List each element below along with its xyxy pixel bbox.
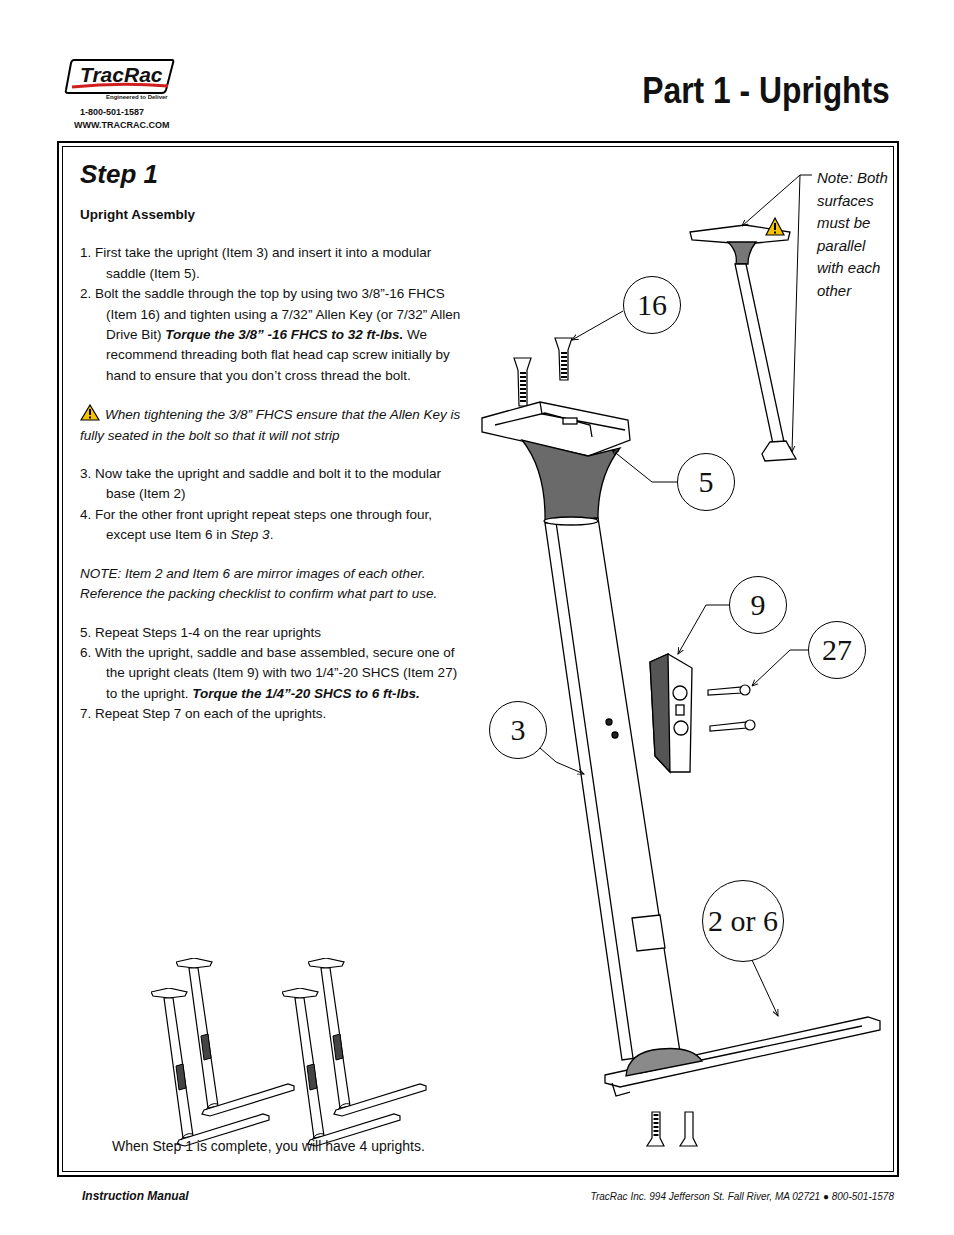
- instruction-text: Step 1: [80, 159, 158, 189]
- instruction-text: Torque the 3/8” -16 FHCS to 32 ft-lbs.: [165, 327, 403, 342]
- instruction-text: .: [270, 527, 274, 542]
- callout-text: 9: [751, 590, 766, 620]
- figure-caption: When Step 1 is complete, you will have 4…: [112, 1138, 425, 1154]
- instruction-text: Step 3: [231, 527, 270, 542]
- instruction-paragraph: 1. First take the upright (Item 3) and i…: [80, 243, 466, 284]
- parallel-note: Note: Both surfaces must be parallel wit…: [817, 167, 893, 303]
- callout-number: 27: [808, 621, 866, 679]
- instruction-column: Step 1 Upright Assembly 1. First take the …: [80, 159, 466, 725]
- phone-number: 1-800-501-1587: [80, 107, 144, 117]
- instruction-paragraph: 5. Repeat Steps 1-4 on the rear uprights: [80, 623, 466, 643]
- web-address: WWW.TRACRAC.COM: [74, 120, 169, 130]
- parallel-surfaces-figure: [690, 175, 812, 461]
- callout-number: 5: [677, 453, 735, 511]
- instruction-paragraph: 2. Bolt the saddle through the top by us…: [80, 284, 466, 386]
- instruction-text: 5. Repeat Steps 1-4 on the rear uprights: [80, 625, 321, 640]
- logo-text: TracRac: [80, 63, 163, 87]
- instruction-text: NOTE: Item 2 and Item 6 are mirror image…: [80, 566, 437, 601]
- upright-cleat: [650, 654, 692, 772]
- footer-address: TracRac Inc. 994 Jefferson St. Fall Rive…: [591, 1191, 894, 1202]
- callout-text: 3: [511, 715, 526, 745]
- warning-icon: [766, 218, 784, 235]
- instruction-paragraph: 4. For the other front upright repeat st…: [80, 505, 466, 546]
- instruction-paragraph: Step 1: [80, 159, 466, 189]
- instruction-paragraph: NOTE: Item 2 and Item 6 are mirror image…: [80, 564, 466, 605]
- logo-tagline: Engineered to Deliver: [106, 94, 168, 100]
- instruction-paragraph: 7. Repeat Step 7 on each of the uprights…: [80, 704, 466, 724]
- socket-head-screw: [708, 685, 755, 731]
- leader-lines: [540, 311, 808, 1016]
- instruction-text: Upright Assembly: [80, 207, 195, 222]
- callout-text: 27: [822, 635, 852, 665]
- upright-tube: [544, 517, 680, 1060]
- instruction-text: When tightening the 3/8” FHCS ensure tha…: [80, 407, 460, 442]
- callout-text: 2 or 6: [708, 906, 778, 936]
- instruction-paragraph: When tightening the 3/8” FHCS ensure tha…: [80, 404, 466, 446]
- callout-text: 5: [699, 467, 714, 497]
- page-title: Part 1 - Uprights: [642, 72, 890, 109]
- callout-number: 3: [489, 701, 547, 759]
- instruction-text: 1. First take the upright (Item 3) and i…: [80, 245, 431, 280]
- callout-text: 16: [637, 290, 667, 320]
- logo-box: [66, 60, 174, 93]
- callout-number: 2 or 6: [702, 880, 784, 962]
- callout-number: 9: [729, 576, 787, 634]
- instruction-paragraph: 3. Now take the upright and saddle and b…: [80, 464, 466, 505]
- modular-saddle: [482, 402, 630, 522]
- warning-icon: [80, 404, 100, 421]
- callout-number: 16: [623, 276, 681, 334]
- instruction-text: 7. Repeat Step 7 on each of the uprights…: [80, 706, 326, 721]
- four-uprights: [151, 958, 426, 1146]
- flat-head-screw: [647, 1112, 697, 1146]
- instruction-paragraph: Upright Assembly: [80, 205, 466, 225]
- instruction-text: Torque the 1/4”-20 SHCS to 6 ft-lbs.: [192, 686, 420, 701]
- footer-manual: Instruction Manual: [82, 1189, 189, 1203]
- instruction-paragraph: 6. With the upright, saddle and base ass…: [80, 643, 466, 704]
- modular-base: [605, 1017, 880, 1096]
- flat-head-screw: [514, 338, 572, 406]
- instruction-text: 3. Now take the upright and saddle and b…: [80, 466, 441, 501]
- step-frame: Step 1 Upright Assembly 1. First take the …: [57, 141, 899, 1177]
